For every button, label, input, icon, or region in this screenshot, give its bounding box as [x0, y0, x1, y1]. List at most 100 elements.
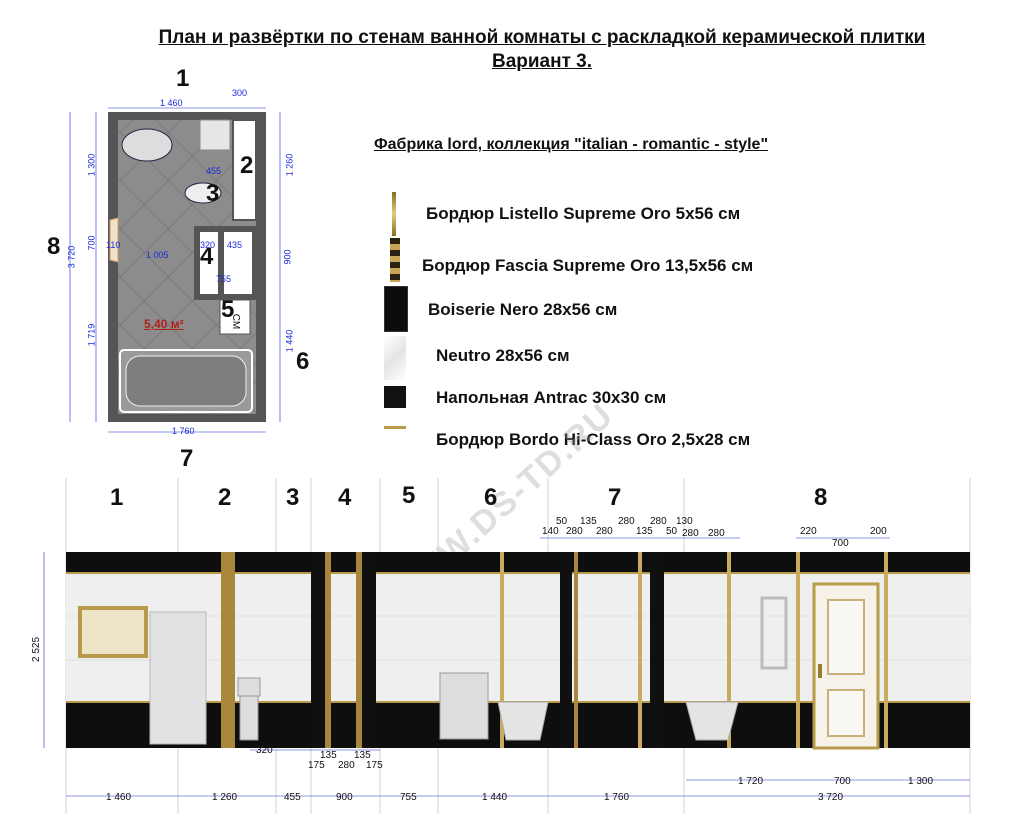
- dim-in-1005: 1 005: [146, 250, 169, 260]
- elev-wall-1: 1: [110, 484, 124, 511]
- decor-strip-listello: [638, 552, 642, 748]
- dim-bottom-755: 755: [400, 792, 417, 803]
- swatch-bordo: [384, 426, 406, 429]
- dim-right-c: 1 440: [284, 329, 295, 353]
- dim-in-755: 755: [216, 274, 232, 284]
- swatch-listello: [392, 192, 396, 236]
- dim-in-320: 320: [200, 240, 216, 250]
- decor-strip-nero: [362, 552, 376, 748]
- swatch-neutro: [384, 336, 406, 380]
- dim-left-total: 3 720: [66, 245, 77, 269]
- plan-wall-7: 7: [180, 445, 194, 472]
- dim-top-300: 300: [232, 88, 248, 98]
- plan-wall-1: 1: [176, 65, 190, 92]
- dim7-130: 130: [676, 516, 693, 527]
- dim7-140: 140: [542, 526, 559, 537]
- decor-strip-nero: [560, 552, 572, 748]
- elev-wall-4: 4: [338, 484, 352, 511]
- title-line-1: План и развёртки по стенам ванной комнат…: [158, 27, 926, 48]
- legend: Бордюр Listello Supreme Oro 5x56 см Борд…: [380, 190, 880, 460]
- legend-label-listello: Бордюр Listello Supreme Oro 5x56 см: [426, 204, 741, 223]
- dim8-700: 700: [832, 538, 849, 549]
- decor-strip-nero: [650, 552, 664, 748]
- dim7-280a: 280: [618, 516, 635, 527]
- decor-strip-fascia: [221, 552, 235, 748]
- dim-bottom-1460: 1 460: [106, 792, 132, 803]
- plan-wall-5: 5: [221, 296, 235, 323]
- plan-wall-3: 3: [206, 180, 220, 207]
- decor-strip-fascia: [356, 552, 362, 748]
- title-line-2: Вариант 3.: [491, 51, 593, 72]
- elev-wall-7: 7: [608, 484, 622, 511]
- dim7-280c: 280: [566, 526, 583, 537]
- dim-in-455: 455: [206, 166, 222, 176]
- dim7-280d: 280: [596, 526, 613, 537]
- wm-label: СМ: [230, 313, 242, 330]
- dim-left-a: 1 300: [86, 153, 97, 177]
- dim-in-110: 110: [106, 240, 121, 250]
- dim-bottom-3720: 3 720: [818, 792, 844, 803]
- legend-label-bordo: Бордюр Bordo Hi-Class Oro 2,5x28 см: [436, 430, 751, 449]
- legend-label-neutro: Neutro 28x56 см: [436, 346, 570, 365]
- dim-bottom-900: 900: [336, 792, 353, 803]
- swatch-antrac: [384, 386, 406, 408]
- dim8-220: 220: [800, 526, 817, 537]
- elev-wall-8: 8: [814, 484, 828, 511]
- dim-left-b: 700: [86, 235, 97, 251]
- plan-wall-2: 2: [240, 152, 254, 179]
- elev-wall-6: 6: [484, 484, 498, 511]
- dimb-135a: 135: [320, 750, 337, 761]
- dimb-320: 320: [256, 745, 273, 756]
- legend-label-nero: Boiserie Nero 28x56 см: [428, 300, 618, 319]
- plan-wall-8: 8: [47, 233, 61, 260]
- dim-bottom-1440: 1 440: [482, 792, 508, 803]
- dim7-135b: 135: [636, 526, 653, 537]
- legend-label-antrac: Напольная Antrac 30x30 см: [436, 388, 667, 407]
- dim-right-b: 900: [282, 249, 293, 265]
- dimr2-1300: 1 300: [908, 776, 934, 787]
- dim-bottom-1260: 1 260: [212, 792, 238, 803]
- page-title: План и развёртки по стенам ванной комнат…: [0, 27, 1024, 73]
- decor-strip-fascia: [574, 552, 578, 748]
- dim8-200: 200: [870, 526, 887, 537]
- dim-top-1460: 1 460: [160, 98, 183, 108]
- dim-bottom-1760: 1 760: [604, 792, 630, 803]
- dim7-135a: 135: [580, 516, 597, 527]
- dim7-280f: 280: [708, 528, 725, 539]
- elevation-drawing: [43, 478, 971, 814]
- decor-strip-listello: [796, 552, 800, 748]
- dim7-50b: 50: [666, 526, 678, 537]
- dim7-280b: 280: [650, 516, 667, 527]
- wall-elevation: 1 2 3 4 5 6 7 8 2 525 50 135 280 280 130…: [0, 478, 1024, 829]
- plan-wall-4: 4: [200, 243, 214, 270]
- dimb-280: 280: [338, 760, 355, 771]
- dim-in-435: 435: [227, 240, 243, 250]
- swatch-fascia: [390, 238, 400, 282]
- dim7-280e: 280: [682, 528, 699, 539]
- room-area: 5,40 м²: [144, 317, 184, 331]
- elev-wall-3: 3: [286, 484, 300, 511]
- elev-wall-2: 2: [218, 484, 232, 511]
- dimb-175b: 175: [366, 760, 383, 771]
- dim-height: 2 525: [31, 636, 43, 663]
- dim-bottom-1760: 1 760: [172, 426, 195, 436]
- plan-wall-6: 6: [296, 348, 310, 375]
- dimr2-1720: 1 720: [738, 776, 764, 787]
- dim-bottom-455: 455: [284, 792, 301, 803]
- decor-strip-fascia: [325, 552, 331, 748]
- dimb-135b: 135: [354, 750, 371, 761]
- decor-strip-listello: [884, 552, 888, 748]
- decor-strip-listello: [727, 552, 731, 748]
- factory-title: Фабрика lord, коллекция "italian - roman…: [374, 136, 769, 153]
- dimr2-700: 700: [834, 776, 851, 787]
- dim-right-a: 1 260: [284, 153, 295, 177]
- dim-left-c: 1 719: [86, 323, 97, 347]
- dim7-50a: 50: [556, 516, 568, 527]
- floor-plan-drawing: [69, 107, 281, 433]
- dimb-175a: 175: [308, 760, 325, 771]
- floor-plan: 1 2 3 4 5 6 7 8 1 460 300 1 760 3 720 1 …: [0, 60, 340, 480]
- decor-strip-nero: [311, 552, 325, 748]
- elev-wall-5: 5: [402, 482, 416, 509]
- decor-strip-listello: [500, 552, 504, 748]
- swatch-nero: [384, 286, 408, 332]
